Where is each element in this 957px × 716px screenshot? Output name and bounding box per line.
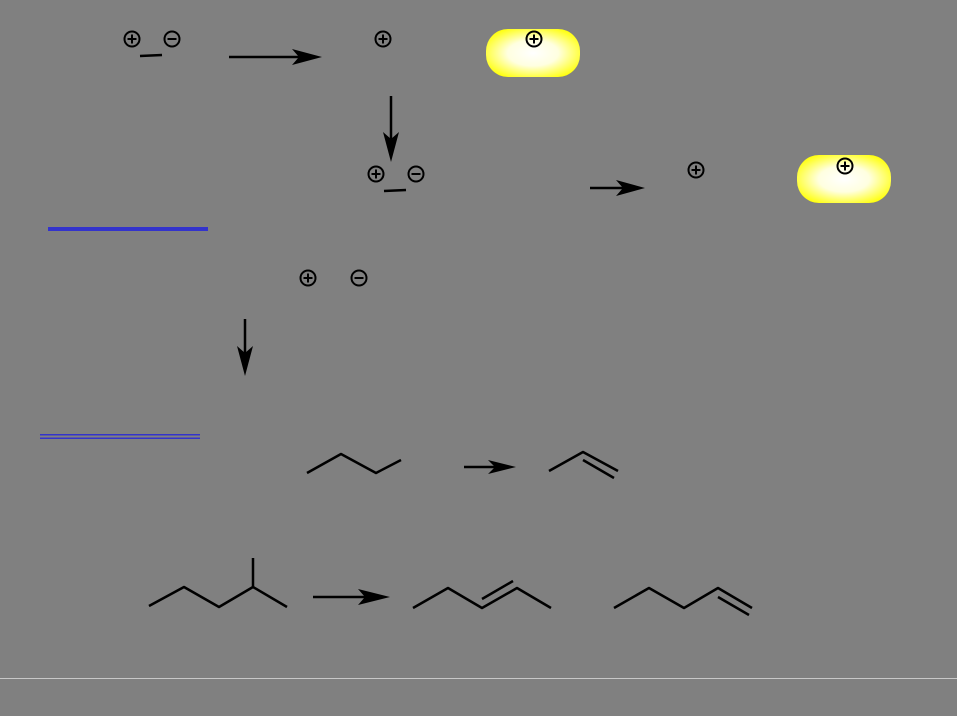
positive-charge-icon	[687, 161, 705, 179]
reaction-arrow-icon	[590, 180, 645, 196]
highlighted-carbocation-2	[797, 155, 891, 203]
bond	[139, 53, 163, 58]
butane-skeleton	[306, 452, 402, 475]
bond	[383, 188, 407, 193]
positive-charge-icon	[525, 30, 543, 48]
negative-charge-icon	[350, 269, 368, 287]
negative-charge-icon	[163, 30, 181, 48]
propene-skeleton	[548, 450, 619, 480]
reaction-arrow-icon	[313, 589, 390, 605]
positive-charge-icon	[836, 157, 854, 175]
ion-pair-2	[367, 165, 425, 193]
blue-underline-1	[48, 227, 208, 231]
reaction-arrow-icon	[237, 319, 253, 376]
bottom-divider	[0, 678, 957, 679]
positive-charge-icon	[367, 165, 385, 183]
2-pentene-skeleton	[412, 579, 552, 610]
1-pentene-skeleton	[613, 586, 753, 617]
negative-charge-icon	[407, 165, 425, 183]
highlighted-carbocation-1	[486, 29, 580, 77]
ion-pair-3	[299, 269, 368, 287]
ion-pair-1	[123, 30, 181, 58]
blue-underline-2	[40, 434, 200, 439]
2-methylpentane-skeleton	[148, 558, 288, 609]
reaction-arrow-icon	[383, 96, 399, 162]
positive-charge-icon	[123, 30, 141, 48]
positive-charge-icon	[374, 30, 392, 48]
reaction-arrow-icon	[464, 460, 516, 474]
reaction-arrow-icon	[229, 49, 322, 65]
positive-charge-icon	[299, 269, 317, 287]
